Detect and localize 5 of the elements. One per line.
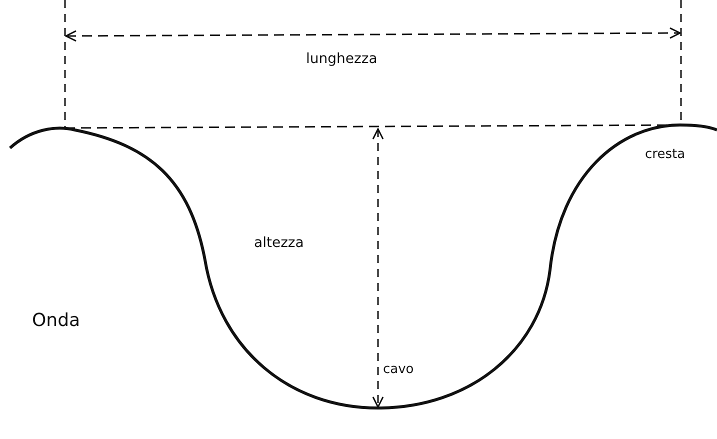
label: lunghezza (306, 52, 378, 68)
label: cresta (645, 148, 686, 162)
label: Onda (32, 311, 80, 331)
label: cavo (383, 363, 414, 378)
label: altezza (254, 236, 304, 252)
